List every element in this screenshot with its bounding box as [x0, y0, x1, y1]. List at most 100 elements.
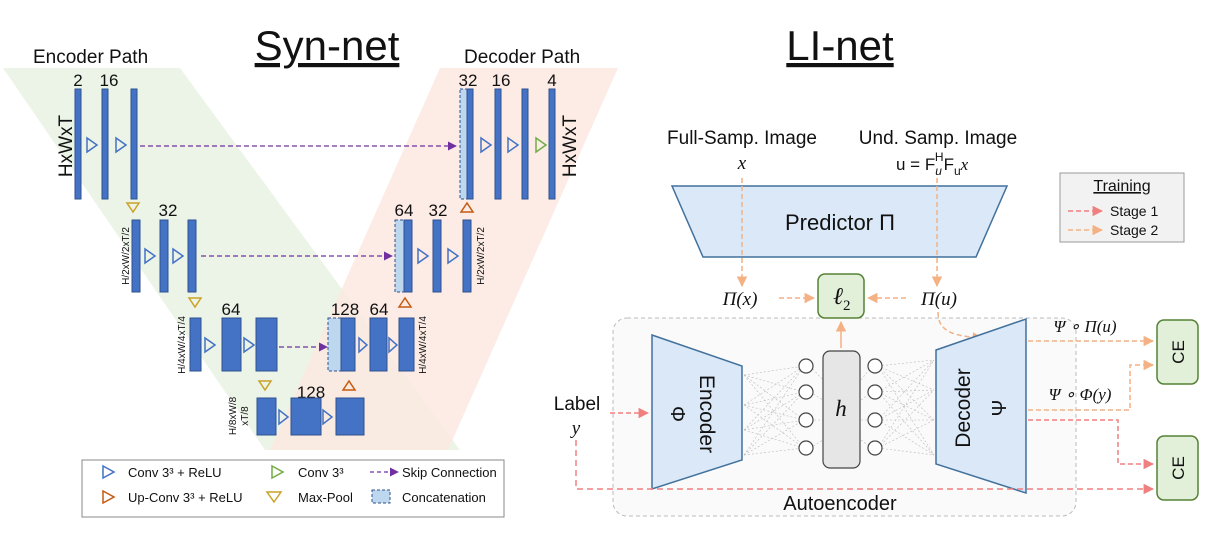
feature-block — [398, 317, 415, 372]
dim-label: HxWxT — [56, 114, 77, 177]
stage2-arrow — [1028, 359, 1155, 411]
neuron — [867, 412, 883, 428]
legend-text: Skip Connection — [402, 465, 497, 480]
conv-relu-icon — [102, 464, 116, 480]
conv-relu-arrow — [447, 247, 460, 265]
channel-label: 64 — [222, 300, 241, 319]
neuron — [867, 384, 883, 400]
feature-block — [130, 88, 138, 200]
decoder-path-background — [270, 68, 618, 450]
legend-text: Conv 3³ — [298, 465, 344, 480]
upconv-icon — [102, 489, 116, 505]
feature-block — [101, 88, 109, 200]
ce-box-1 — [1156, 319, 1199, 385]
und-samp-equation: u = FuHFux — [896, 150, 969, 178]
autoencoder-label: Autoencoder — [783, 493, 897, 515]
dim-label: xT/8 — [240, 406, 251, 426]
channel-label: 128 — [297, 383, 325, 402]
neuron — [798, 440, 814, 456]
stage1-arrow — [575, 440, 1155, 495]
neuron — [867, 440, 883, 456]
linet-section: LI-net Autoencoder Full-Samp. Image x Un… — [554, 22, 1199, 517]
legend-text: Concatenation — [402, 490, 486, 505]
network-connections — [743, 359, 935, 456]
encoder-path-label: Encoder Path — [33, 47, 148, 68]
conv-relu-arrow — [507, 136, 520, 154]
conv-relu-arrow — [115, 136, 128, 154]
conv-relu-arrow — [86, 136, 99, 154]
feature-block — [548, 88, 556, 200]
dim-label: H/4xW/4xT/4 — [177, 316, 188, 374]
feature-block — [340, 317, 356, 372]
legend-text: Up-Conv 3³ + ReLU — [128, 490, 243, 505]
feature-block — [290, 397, 322, 436]
feature-block — [221, 317, 242, 372]
feature-block — [466, 88, 474, 200]
conv-icon — [271, 464, 285, 480]
conv-arrow — [535, 136, 548, 154]
conv-relu-arrow — [243, 336, 256, 354]
ce-box-2 — [1156, 435, 1199, 501]
maxpool-arrow — [187, 297, 203, 309]
conv-relu-arrow — [322, 408, 334, 426]
channel-label: 32 — [159, 201, 178, 220]
feature-block — [369, 317, 388, 372]
conv-relu-arrow — [417, 247, 430, 265]
loss-label: ℓ2 — [833, 284, 851, 314]
ce-label: CE — [1169, 456, 1188, 480]
channel-label: 64 — [395, 201, 414, 220]
encoder-symbol: Φ — [666, 406, 688, 422]
concatenation-block — [394, 219, 405, 293]
predictor-block — [670, 185, 1009, 258]
channel-label: 16 — [100, 71, 119, 90]
legend-text: Conv 3³ + ReLU — [128, 465, 222, 480]
upconv-arrow — [459, 201, 475, 213]
neurons — [798, 358, 883, 456]
feature-block — [187, 219, 197, 293]
neuron — [867, 358, 883, 374]
legend-text: Max-Pool — [298, 490, 353, 505]
psi-pi-u-label: Ψ ∘ Π(u) — [1053, 317, 1117, 336]
neuron — [798, 412, 814, 428]
feature-block — [74, 88, 82, 200]
conv-relu-arrow — [204, 336, 217, 354]
feature-block — [403, 219, 413, 293]
decoder-block — [935, 317, 1027, 495]
decoder-label: Decoder — [952, 368, 975, 447]
und-samp-label: Und. Samp. Image — [859, 128, 1017, 149]
feature-block — [335, 397, 365, 436]
stage2-label: Stage 2 — [1110, 222, 1158, 238]
feature-block — [256, 397, 277, 436]
concatenation-block — [327, 317, 342, 372]
neuron — [798, 384, 814, 400]
dim-label: H/4xW/4xT/4 — [418, 316, 429, 374]
channel-label: 4 — [547, 71, 556, 90]
feature-block — [494, 88, 502, 200]
stage1-arrow — [1028, 419, 1155, 470]
concatenation-icon — [371, 489, 391, 504]
conv-relu-arrow — [278, 408, 290, 426]
feature-block — [159, 219, 169, 293]
synnet-legend: Conv 3³ + ReLU Conv 3³ Skip Connection U… — [81, 459, 505, 518]
channel-label: 32 — [459, 71, 478, 90]
feature-block — [432, 219, 442, 293]
dim-label: H/2xW/2xT/2 — [121, 227, 132, 285]
pi-u-label: Π(u) — [920, 289, 957, 310]
conv-relu-arrow — [480, 136, 493, 154]
channel-label: 32 — [429, 201, 448, 220]
full-samp-label: Full-Samp. Image — [667, 128, 817, 149]
upconv-arrow — [397, 296, 413, 308]
conv-relu-arrow — [358, 336, 369, 354]
maxpool-arrow — [125, 202, 141, 214]
conv-relu-arrow — [388, 336, 399, 354]
encoder-block — [651, 333, 743, 491]
dim-label: H/8xW/8 — [228, 396, 239, 435]
encoder-label: Encoder — [695, 375, 718, 453]
feature-block — [521, 88, 529, 200]
label-text: Label — [554, 394, 601, 415]
feature-block — [189, 317, 202, 372]
synnet-section: Syn-net Encoder Path Decoder Path 2 16 H… — [3, 22, 618, 518]
upconv-arrow — [341, 379, 357, 391]
training-title: Training — [1093, 178, 1150, 195]
maxpool-arrow — [257, 380, 273, 392]
